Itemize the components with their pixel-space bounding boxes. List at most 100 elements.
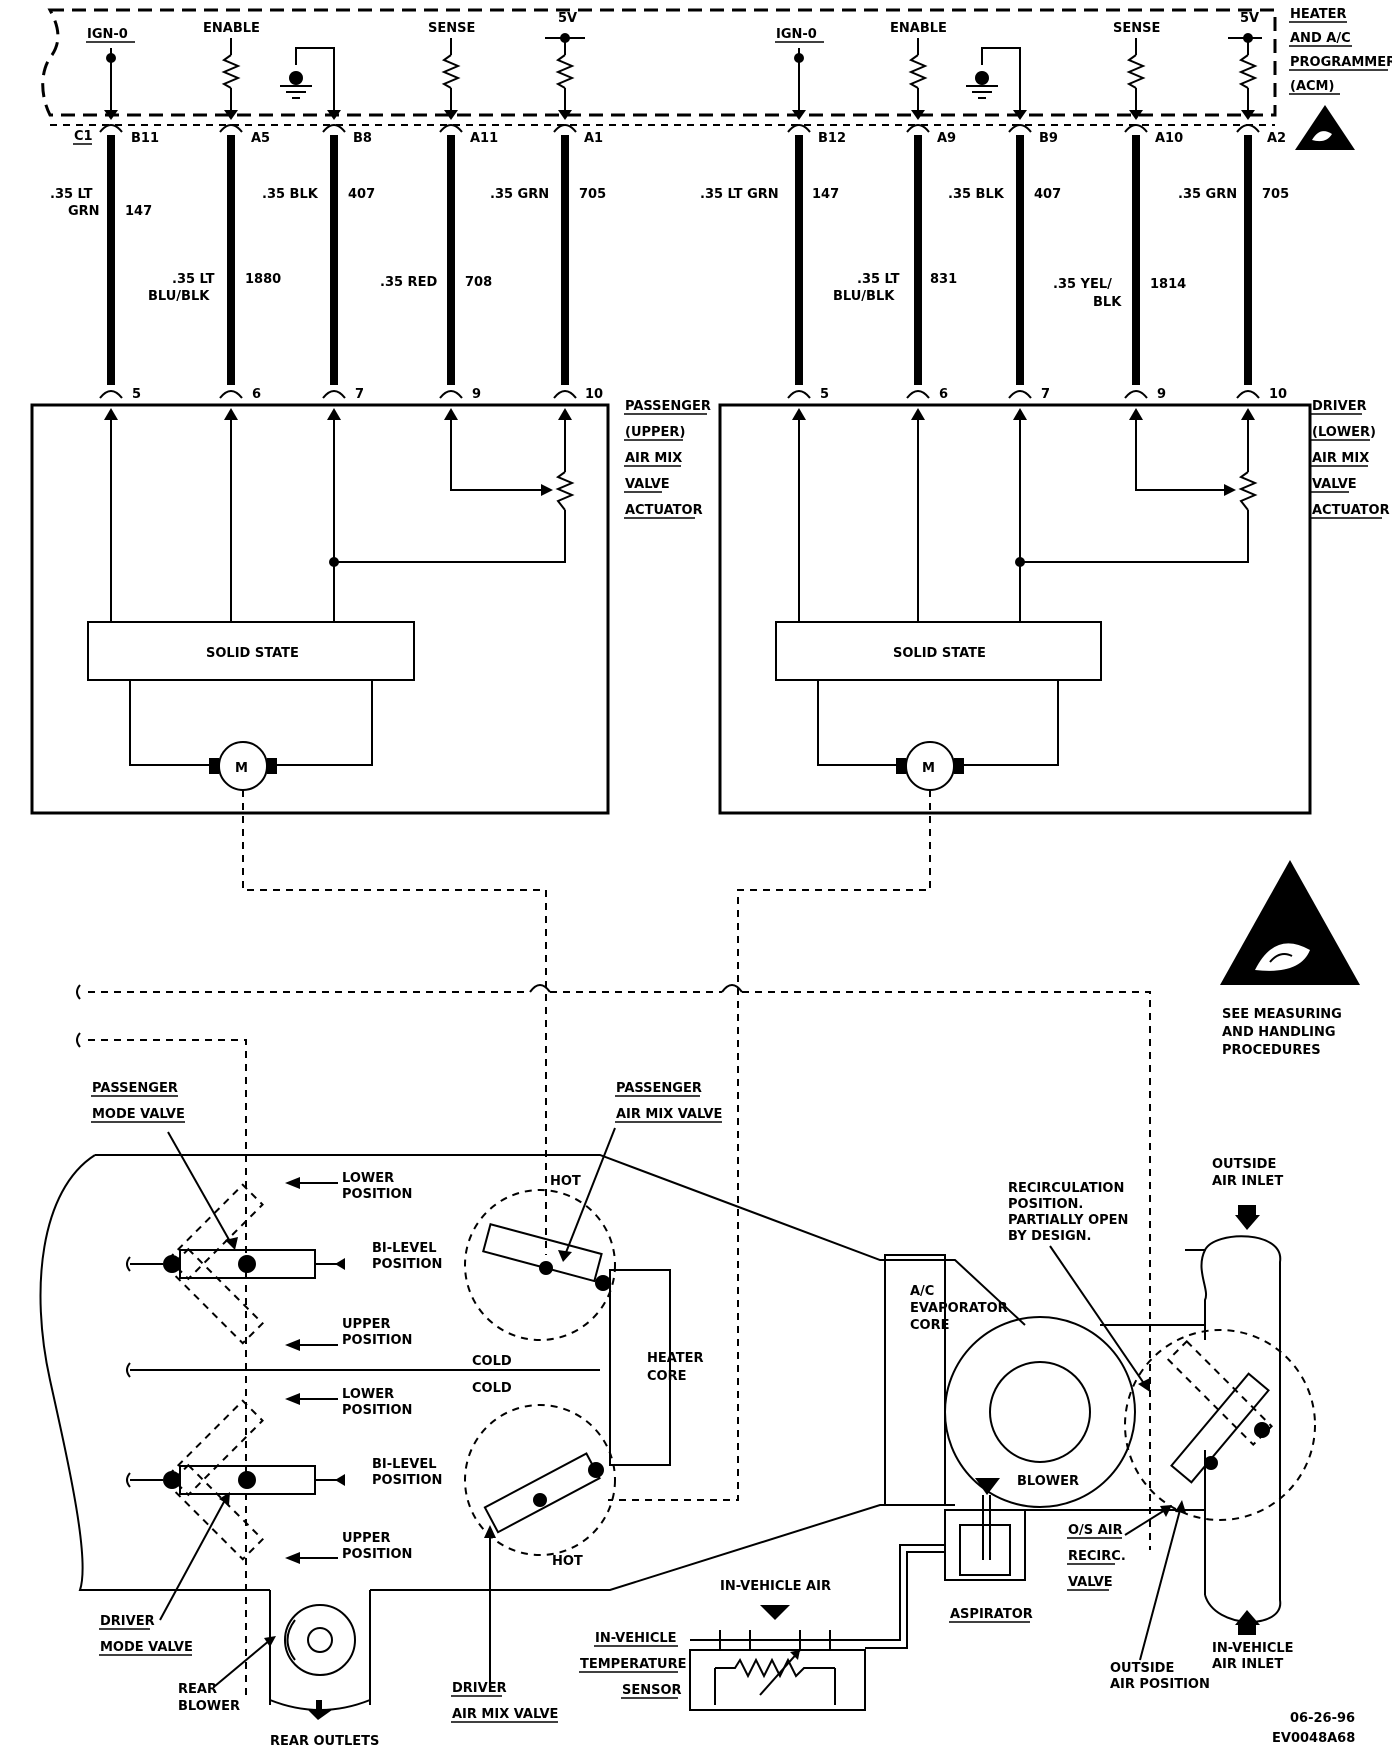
svg-text:BLU/BLK: BLU/BLK [148, 289, 210, 304]
esd-small-icon [1295, 105, 1355, 150]
svg-text:BLOWER: BLOWER [178, 1699, 240, 1714]
svg-text:HOT: HOT [550, 1174, 581, 1189]
svg-text:M: M [922, 761, 935, 776]
svg-text:POSITION: POSITION [342, 1547, 412, 1562]
svg-text:AND HANDLING: AND HANDLING [1222, 1025, 1336, 1040]
svg-text:PARTIALLY OPEN: PARTIALLY OPEN [1008, 1213, 1128, 1228]
svg-text:.35 BLK: .35 BLK [262, 187, 319, 202]
svg-text:A9: A9 [937, 131, 956, 146]
svg-text:9: 9 [472, 387, 481, 402]
driver-wire-labels: .35 LT GRN 147 .35 LT BLU/BLK 831 .35 BL… [700, 187, 1289, 310]
svg-text:831: 831 [930, 272, 957, 287]
svg-text:10: 10 [1269, 387, 1287, 402]
svg-text:BLOWER: BLOWER [1017, 1474, 1079, 1489]
svg-text:10: 10 [585, 387, 603, 402]
svg-text:ACTUATOR: ACTUATOR [625, 503, 703, 518]
driver-5v-terminal: 5V [1228, 11, 1262, 110]
svg-text:SENSOR: SENSOR [622, 1683, 682, 1698]
evaporator-core [884, 1254, 946, 1506]
svg-text:BI-LEVEL: BI-LEVEL [372, 1241, 437, 1256]
svg-text:POSITION: POSITION [372, 1257, 442, 1272]
svg-text:407: 407 [1034, 187, 1061, 202]
svg-text:705: 705 [579, 187, 606, 202]
svg-text:VALVE: VALVE [625, 477, 670, 492]
svg-text:AIR MIX: AIR MIX [1312, 451, 1369, 466]
svg-text:EVAPORATOR: EVAPORATOR [910, 1301, 1008, 1316]
svg-text:.35 LT GRN: .35 LT GRN [700, 187, 779, 202]
svg-text:1880: 1880 [245, 272, 281, 287]
driver-enable-terminal: ENABLE [890, 21, 947, 110]
svg-text:RECIRCULATION: RECIRCULATION [1008, 1181, 1124, 1196]
svg-text:A5: A5 [251, 131, 270, 146]
svg-text:LOWER: LOWER [342, 1387, 394, 1402]
svg-text:A1: A1 [584, 131, 603, 146]
svg-text:DRIVER: DRIVER [100, 1614, 155, 1629]
svg-text:POSITION.: POSITION. [1008, 1197, 1083, 1212]
svg-text:5V: 5V [1240, 11, 1259, 26]
svg-text:O/S AIR: O/S AIR [1068, 1523, 1123, 1538]
passenger-ground-terminal [280, 47, 335, 110]
passenger-wire-labels: .35 LT GRN 147 .35 LT BLU/BLK 1880 .35 B… [50, 187, 606, 304]
svg-text:POSITION: POSITION [342, 1333, 412, 1348]
svg-text:SOLID STATE: SOLID STATE [893, 646, 986, 661]
passenger-pin-labels: B11 A5 B8 A11 A1 [131, 131, 603, 146]
air-duct-housing [39, 1154, 1165, 1711]
passenger-air-mix-valve [464, 1189, 616, 1341]
in-vehicle-temp-sensor [689, 1605, 866, 1711]
svg-text:.35 GRN: .35 GRN [490, 187, 549, 202]
acm-module: HEATER AND A/C PROGRAMMER (ACM) [41, 7, 1392, 150]
svg-text:AIR MIX: AIR MIX [625, 451, 682, 466]
svg-text:IGN-0: IGN-0 [87, 27, 128, 42]
main-blower [944, 1316, 1136, 1508]
svg-text:6: 6 [939, 387, 948, 402]
driver-pin-labels: B12 A9 B9 A10 A2 [818, 131, 1286, 146]
passenger-5v-terminal: 5V [545, 11, 585, 110]
svg-text:9: 9 [1157, 387, 1166, 402]
driver-solid-state [775, 621, 1102, 681]
passenger-ign-terminal: IGN-0 [86, 27, 135, 110]
svg-text:BLK: BLK [1093, 295, 1122, 310]
passenger-wires [107, 135, 569, 385]
svg-text:147: 147 [125, 204, 152, 219]
svg-text:IN-VEHICLE: IN-VEHICLE [1212, 1641, 1294, 1656]
svg-text:BY DESIGN.: BY DESIGN. [1008, 1229, 1092, 1244]
svg-text:SENSE: SENSE [428, 21, 475, 36]
acm-boundary [41, 8, 1277, 117]
svg-text:(LOWER): (LOWER) [1312, 425, 1376, 440]
passenger-solid-state [87, 621, 415, 681]
passenger-mode-valve [126, 1183, 345, 1345]
svg-text:BI-LEVEL: BI-LEVEL [372, 1457, 437, 1472]
linkage-lines [76, 790, 1151, 1700]
svg-text:OUTSIDE: OUTSIDE [1110, 1661, 1174, 1676]
svg-text:(UPPER): (UPPER) [625, 425, 685, 440]
passenger-enable-terminal: ENABLE [203, 21, 260, 110]
acm-connector-arrows [99, 110, 1260, 133]
esd-warning-icon [1220, 860, 1360, 985]
svg-text:OUTSIDE: OUTSIDE [1212, 1157, 1276, 1172]
svg-text:COLD: COLD [472, 1354, 512, 1369]
driver-actuator: SOLID STATE M [718, 403, 1312, 815]
svg-text:AIR INLET: AIR INLET [1212, 1174, 1283, 1189]
svg-text:SEE MEASURING: SEE MEASURING [1222, 1007, 1342, 1022]
svg-text:147: 147 [812, 187, 839, 202]
svg-text:MODE VALVE: MODE VALVE [92, 1107, 185, 1122]
svg-text:IN-VEHICLE AIR: IN-VEHICLE AIR [720, 1579, 831, 1594]
driver-actuator-pin-labels: 5 6 7 9 10 [820, 387, 1287, 402]
svg-text:UPPER: UPPER [342, 1531, 391, 1546]
svg-text:ACTUATOR: ACTUATOR [1312, 503, 1390, 518]
svg-text:CORE: CORE [647, 1369, 686, 1384]
svg-text:1814: 1814 [1150, 277, 1186, 292]
svg-text:.35 LT: .35 LT [50, 187, 93, 202]
svg-text:B12: B12 [818, 131, 846, 146]
svg-text:5: 5 [820, 387, 829, 402]
svg-text:HEATER: HEATER [1290, 7, 1347, 22]
svg-text:705: 705 [1262, 187, 1289, 202]
svg-text:.35 YEL/: .35 YEL/ [1053, 277, 1112, 292]
svg-text:LOWER: LOWER [342, 1171, 394, 1186]
svg-text:B9: B9 [1039, 131, 1058, 146]
svg-text:A10: A10 [1155, 131, 1183, 146]
rear-blower [284, 1604, 356, 1720]
svg-text:CORE: CORE [910, 1318, 949, 1333]
svg-text:BLU/BLK: BLU/BLK [833, 289, 895, 304]
driver-sense-terminal: SENSE [1113, 21, 1160, 110]
